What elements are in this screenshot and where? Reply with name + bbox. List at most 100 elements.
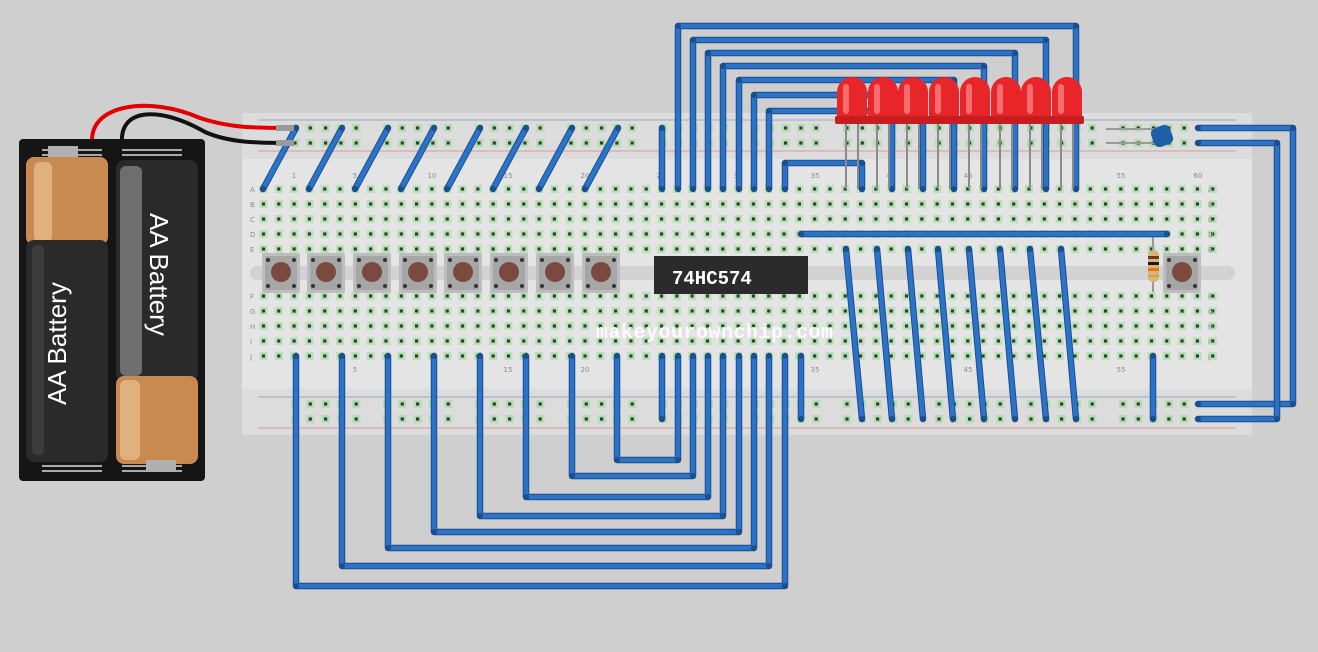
breadboard-hole	[568, 309, 572, 313]
breadboard-hole	[828, 339, 832, 343]
breadboard-hole	[369, 247, 373, 251]
breadboard-hole	[583, 324, 587, 328]
breadboard-hole	[430, 247, 434, 251]
breadboard-hole	[384, 187, 388, 191]
breadboard-hole	[1180, 232, 1184, 236]
breadboard-hole	[813, 247, 817, 251]
breadboard-hole	[858, 324, 863, 328]
push-button-pin	[566, 258, 570, 262]
breadboard-hole	[1165, 294, 1169, 298]
breadboard-hole	[705, 294, 710, 298]
breadboard-hole	[460, 294, 465, 298]
ic-chip-74hc574: 74HC574	[654, 256, 808, 294]
wire-endpoint	[1195, 140, 1201, 146]
breadboard-hole	[384, 202, 388, 206]
breadboard-hole	[1042, 247, 1046, 251]
breadboard-hole	[736, 202, 740, 206]
switch-to-chip-wire	[523, 353, 711, 500]
breadboard-hole	[399, 309, 403, 313]
wire-endpoint	[705, 353, 711, 359]
breadboard-hole	[828, 202, 832, 206]
breadboard-hole	[522, 247, 526, 251]
wire-endpoint	[950, 416, 956, 422]
breadboard-hole	[522, 324, 526, 328]
push-button-pin	[566, 284, 570, 288]
breadboard-hole	[506, 232, 511, 236]
breadboard-hole	[813, 294, 817, 298]
push-button-pin	[383, 258, 387, 262]
breadboard-hole	[629, 202, 633, 206]
rail-hole	[1136, 417, 1140, 421]
col-label-45-bottom: 45	[964, 366, 973, 374]
breadboard-hole	[614, 232, 618, 236]
led-body	[837, 77, 867, 122]
rail-hole	[523, 141, 527, 145]
breadboard-hole	[369, 202, 373, 206]
breadboard-hole	[384, 309, 388, 313]
led-highlight	[843, 84, 849, 114]
breadboard-hole	[323, 247, 327, 251]
breadboard-hole	[1058, 294, 1062, 298]
rail-hole	[1090, 141, 1094, 145]
breadboard-hole	[460, 324, 465, 328]
breadboard-hole	[721, 339, 725, 343]
rail-hole	[416, 417, 420, 421]
push-button-pin	[311, 284, 315, 288]
wire-endpoint	[859, 160, 865, 166]
breadboard-hole	[675, 339, 679, 343]
breadboard-hole	[889, 294, 893, 298]
breadboard-hole	[889, 309, 893, 313]
led-rim	[927, 116, 961, 124]
led-body	[1021, 77, 1051, 122]
breadboard-hole	[568, 247, 572, 251]
breadboard-hole	[491, 247, 495, 251]
breadboard-hole	[1103, 202, 1108, 206]
push-button-pin	[337, 258, 341, 262]
breadboard-hole	[307, 217, 312, 221]
wire-endpoint	[736, 353, 742, 359]
push-button-pin	[1167, 258, 1171, 262]
breadboard-hole	[1012, 202, 1016, 206]
breadboard-hole	[1149, 309, 1154, 313]
rail-hole	[584, 417, 588, 421]
wire-endpoint	[951, 186, 957, 192]
breadboard-hole	[460, 202, 465, 206]
breadboard-hole	[460, 354, 465, 358]
rail-hole	[814, 141, 818, 145]
wire-endpoint	[981, 416, 987, 422]
breadboard-hole	[644, 354, 648, 358]
breadboard-hole	[813, 217, 817, 221]
wire-endpoint	[339, 563, 345, 569]
breadboard-hole	[889, 217, 893, 221]
breadboard-hole	[874, 294, 878, 298]
wire-endpoint	[352, 186, 358, 192]
breadboard-hole	[767, 339, 771, 343]
breadboard-hole	[690, 202, 694, 206]
wire-endpoint	[798, 353, 804, 359]
breadboard-hole	[568, 232, 572, 236]
breadboard-hole	[874, 324, 878, 328]
led-body	[929, 77, 959, 122]
rail-hole	[1090, 417, 1094, 421]
breadboard-hole	[537, 324, 541, 328]
breadboard-hole	[323, 294, 327, 298]
rail-hole	[354, 402, 358, 406]
wire-endpoint	[920, 416, 926, 422]
led-highlight	[904, 84, 910, 114]
breadboard-hole	[705, 247, 710, 251]
breadboard-hole	[813, 339, 817, 343]
breadboard-hole	[552, 247, 556, 251]
switch-to-chip-wire	[385, 353, 757, 551]
breadboard-hole	[1073, 247, 1077, 251]
breadboard-hole	[659, 339, 664, 343]
push-button-cap	[362, 262, 382, 282]
breadboard-hole	[445, 339, 449, 343]
power-jumper-wire	[582, 125, 621, 192]
rail-hole	[845, 402, 849, 406]
rail-hole	[937, 402, 941, 406]
breadboard-hole	[552, 232, 556, 236]
wire-endpoint	[385, 353, 391, 359]
breadboard-hole	[690, 324, 694, 328]
breadboard-hole	[323, 354, 327, 358]
breadboard-hole	[1165, 202, 1169, 206]
